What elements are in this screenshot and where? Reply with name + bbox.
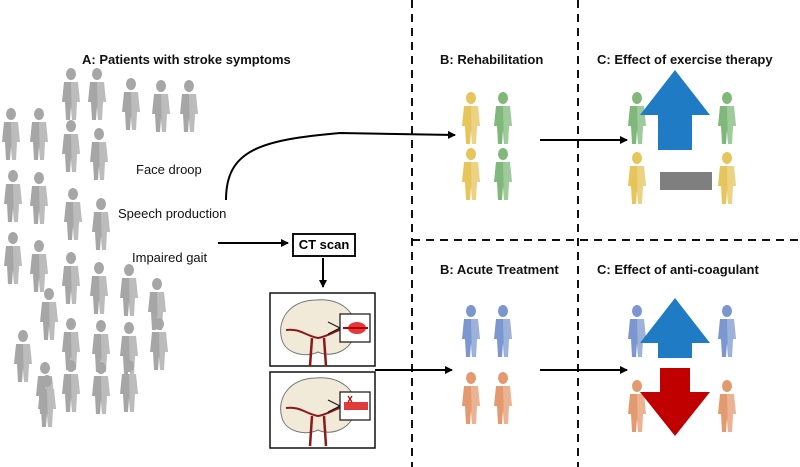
acute-figure-blue — [462, 305, 480, 357]
brain-scan-ischemic — [269, 371, 376, 449]
patient-figure — [152, 80, 170, 132]
exercise-figure-yellow — [628, 152, 646, 204]
patient-figure — [64, 188, 82, 240]
no-change-bar-exercise — [660, 172, 712, 190]
patient-figure — [30, 172, 48, 224]
patient-figure — [92, 362, 110, 414]
brain-scan-hemorrhagic — [269, 292, 376, 367]
patient-figure — [120, 360, 138, 412]
anticoag-figure-blue — [628, 305, 646, 357]
patient-figure — [92, 198, 110, 250]
patient-figure — [4, 170, 22, 222]
patient-figure — [4, 232, 22, 284]
panel-c-anticoag-title: C: Effect of anti-coagulant — [597, 262, 759, 277]
symptom-face-droop: Face droop — [136, 162, 202, 177]
anticoag-figure-orange — [718, 380, 736, 432]
rehab-figure-green — [494, 148, 512, 200]
patient-figure — [88, 68, 106, 120]
symptom-speech: Speech production — [118, 206, 227, 221]
patient-figure — [2, 108, 20, 160]
acute-figure-orange — [462, 372, 480, 424]
anticoag-figure-orange — [628, 380, 646, 432]
increase-arrow-exercise — [640, 70, 710, 150]
patient-figure — [62, 120, 80, 172]
panel-b-rehab-title: B: Rehabilitation — [440, 52, 544, 67]
patient-figure — [38, 375, 56, 427]
rehab-figure-yellow — [462, 148, 480, 200]
rehab-figure-yellow — [462, 92, 480, 144]
symptom-gait: Impaired gait — [132, 250, 208, 265]
rehab-figure-green — [494, 92, 512, 144]
decrease-arrow-anticoag — [640, 368, 710, 436]
patient-figure — [92, 320, 110, 372]
acute-figure-blue — [494, 305, 512, 357]
patient-figure — [30, 108, 48, 160]
patient-figure — [150, 318, 168, 370]
anticoag-figure-blue — [718, 305, 736, 357]
patient-figure — [30, 240, 48, 292]
patient-figure — [90, 128, 108, 180]
exercise-figure-yellow — [718, 152, 736, 204]
patient-figure — [62, 68, 80, 120]
patient-figure — [90, 262, 108, 314]
patient-figure — [62, 252, 80, 304]
ct-scan-box: CT scan — [292, 233, 356, 257]
patient-figure — [40, 288, 58, 340]
increase-arrow-anticoag — [640, 298, 710, 358]
patient-figure — [122, 78, 140, 130]
exercise-figure-green — [718, 92, 736, 144]
patient-figure — [120, 264, 138, 316]
patient-figure — [14, 330, 32, 382]
panel-c-exercise-title: C: Effect of exercise therapy — [597, 52, 773, 67]
acute-figure-orange — [494, 372, 512, 424]
patient-figure — [62, 318, 80, 370]
panel-b-acute-title: B: Acute Treatment — [440, 262, 559, 277]
panel-a-title: A: Patients with stroke symptoms — [82, 52, 291, 67]
patient-figure — [180, 80, 198, 132]
patient-figures — [2, 68, 736, 432]
patient-figure — [62, 360, 80, 412]
arrow-to-rehabilitation — [225, 130, 456, 201]
exercise-figure-green — [628, 92, 646, 144]
